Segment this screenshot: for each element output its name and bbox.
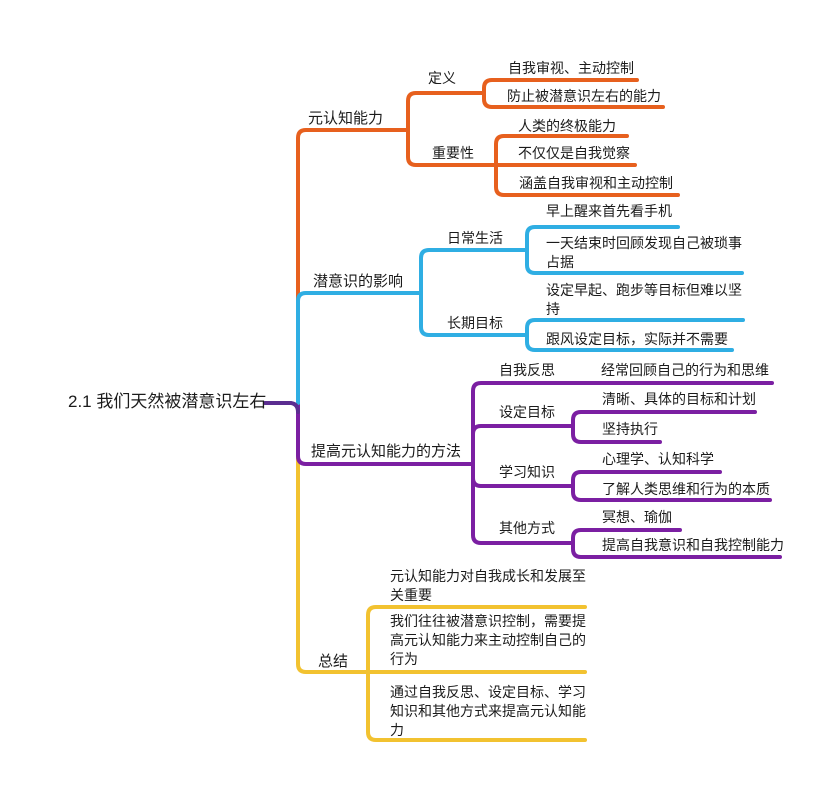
branch-lines-summary — [296, 401, 587, 742]
underline-self-reflection — [471, 381, 774, 466]
leaf-summary-importance[interactable]: 元认知能力对自我成长和发展至 关重要 — [390, 568, 586, 603]
underline-day-review — [525, 248, 744, 275]
underline-long-term-goals — [419, 291, 529, 337]
underline-psychology — [571, 470, 722, 488]
underline-ultimate-ability — [494, 134, 629, 167]
node-subconscious-influence[interactable]: 潜意识的影响 — [313, 273, 404, 290]
underline-summary-leaf-1 — [366, 605, 587, 674]
connector-improve-methods-trunk — [296, 401, 475, 466]
node-self-reflection[interactable]: 自我反思 — [499, 362, 555, 378]
leaf-meditation[interactable]: 冥想、瑜伽 — [602, 509, 672, 525]
leaf-persist-execution[interactable]: 坚持执行 — [602, 421, 658, 437]
node-improve-methods[interactable]: 提高元认知能力的方法 — [311, 443, 462, 460]
node-daily-life[interactable]: 日常生活 — [447, 230, 503, 246]
connector-summary-trunk — [296, 401, 370, 674]
underline-importance — [406, 128, 637, 167]
leaf-self-examination[interactable]: 自我审视、主动控制 — [508, 60, 634, 76]
underline-summary-leaf-3 — [366, 670, 587, 742]
node-metacognition[interactable]: 元认知能力 — [308, 110, 384, 127]
node-definition[interactable]: 定义 — [428, 70, 456, 86]
leaf-clear-goals[interactable]: 清晰、具体的目标和计划 — [602, 391, 756, 407]
leaf-self-awareness[interactable]: 提高自我意识和自我控制能力 — [602, 537, 784, 553]
node-root[interactable]: 2.1 我们天然被潜意识左右 — [68, 392, 267, 411]
connector-subconscious-trunk — [296, 291, 423, 405]
node-learning-knowledge[interactable]: 学习知识 — [499, 464, 555, 480]
branch-lines-metacognition — [296, 78, 680, 405]
underline-persist-execution — [571, 424, 662, 444]
leaf-ultimate-ability[interactable]: 人类的终极能力 — [518, 118, 616, 134]
node-other-methods[interactable]: 其他方式 — [499, 520, 555, 536]
underline-follow-trend-goals — [525, 333, 734, 352]
node-goal-setting[interactable]: 设定目标 — [499, 404, 555, 420]
leaf-prevent-subconscious[interactable]: 防止被潜意识左右的能力 — [507, 88, 661, 104]
node-importance[interactable]: 重要性 — [432, 145, 474, 161]
node-long-term-goals[interactable]: 长期目标 — [447, 315, 503, 331]
underline-clear-goals — [571, 410, 757, 428]
underline-goal-setting — [471, 424, 575, 466]
underline-understand-nature — [571, 484, 772, 502]
underline-self-awareness — [571, 541, 782, 559]
branch-lines-subconscious-influence — [296, 225, 745, 405]
leaf-psychology[interactable]: 心理学、认知科学 — [602, 451, 714, 467]
leaf-summary-ways[interactable]: 通过自我反思、设定目标、学习 知识和其他方式来提高元认知能 力 — [390, 684, 586, 738]
underline-meditation — [571, 528, 682, 545]
underline-other-methods — [471, 462, 575, 545]
underline-morning-phone — [525, 225, 680, 252]
underline-definition — [406, 91, 486, 132]
underline-covers-control — [494, 163, 680, 197]
underline-goals-hard-persist — [525, 318, 745, 337]
leaf-morning-phone[interactable]: 早上醒来首先看手机 — [546, 203, 672, 219]
connector-root-stub — [263, 401, 300, 414]
connector-metacognition-trunk — [296, 128, 410, 405]
branch-lines-improve-methods — [296, 381, 782, 559]
leaf-goals-hard-persist[interactable]: 设定早起、跑步等目标但难以坚 持 — [546, 282, 742, 317]
leaf-not-only-awareness[interactable]: 不仅仅是自我觉察 — [518, 145, 630, 161]
underline-prevent-subconscious — [482, 91, 665, 109]
leaf-follow-trend-goals[interactable]: 跟风设定目标，实际并不需要 — [546, 331, 728, 347]
leaf-covers-control[interactable]: 涵盖自我审视和主动控制 — [519, 175, 673, 191]
underline-self-examination — [482, 78, 639, 95]
leaf-review-behavior[interactable]: 经常回顾自己的行为和思维 — [601, 362, 769, 378]
leaf-day-review[interactable]: 一天结束时回顾发现自己被琐事 占据 — [546, 235, 742, 270]
node-summary[interactable]: 总结 — [318, 653, 349, 670]
leaf-understand-nature[interactable]: 了解人类思维和行为的本质 — [602, 481, 770, 497]
leaf-summary-control[interactable]: 我们往往被潜意识控制，需要提 高元认知能力来主动控制自己的 行为 — [390, 613, 586, 667]
underline-daily-life — [419, 248, 529, 295]
